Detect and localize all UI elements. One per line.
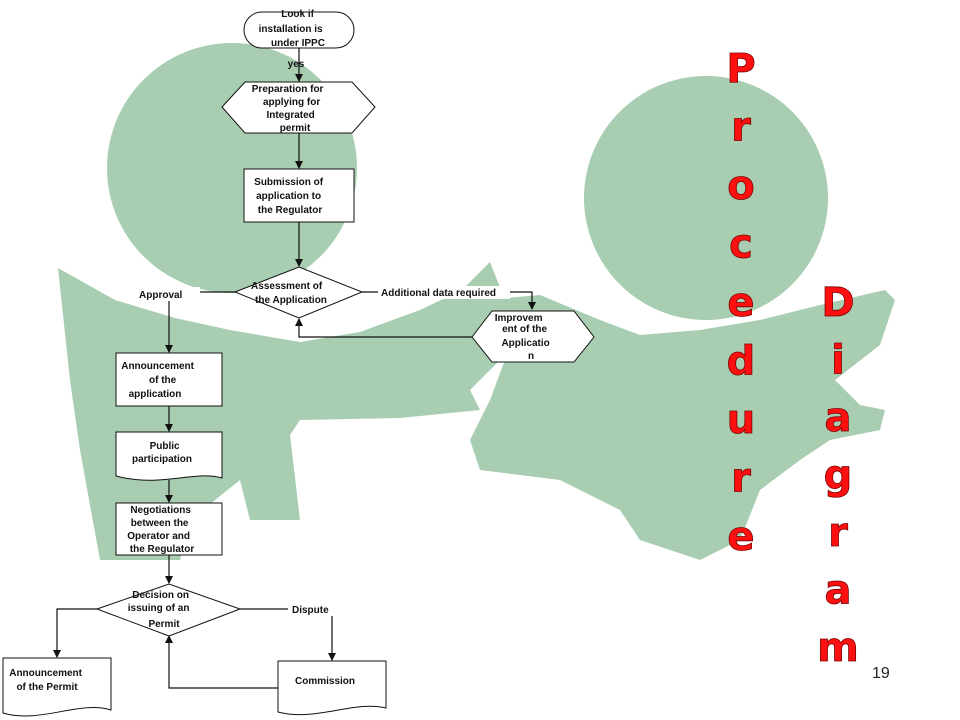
right-figure-head <box>584 76 828 320</box>
arrow-commission-to-decision <box>165 635 278 689</box>
additional-data-label: Additional data required <box>381 288 496 299</box>
public-participation-box <box>115 431 223 481</box>
background-figures <box>58 43 895 560</box>
dispute-label-bg <box>288 603 334 616</box>
negotiations-box <box>115 502 223 556</box>
decision-diamond <box>95 583 242 637</box>
yes-label: yes <box>288 59 305 70</box>
preparation-label: Preparation for applying for Integrated … <box>252 84 326 134</box>
improvement-hexagon <box>471 310 595 363</box>
arrow-improvement-to-assessment <box>295 318 472 338</box>
approval-label-bg <box>136 287 200 301</box>
announcement-permit-box <box>2 657 112 717</box>
improvement-label: Improvem ent of the Applicatio n <box>495 313 553 362</box>
assessment-label: Assessment of the Application <box>251 281 327 306</box>
submission-box <box>243 168 355 223</box>
node-shapes <box>2 11 595 717</box>
dispute-label: Dispute <box>292 605 329 616</box>
approval-label: Approval <box>139 290 183 301</box>
arrow-decision-to-announcement-permit <box>53 608 97 658</box>
look-ippc-box <box>243 11 355 49</box>
page-number: 19 <box>872 665 890 682</box>
preparation-hexagon <box>221 81 376 134</box>
additional-data-label-bg <box>378 286 510 299</box>
public-participation-label: Public participation <box>132 441 192 465</box>
announcement-permit-label: Announcement of the Permit <box>9 668 85 693</box>
commission-label: Commission <box>295 676 355 687</box>
submission-label: Submission of application to the Regulat… <box>254 177 326 216</box>
assessment-diamond <box>233 266 364 319</box>
node-labels: Look if installation is under IPPC Prepa… <box>9 9 553 693</box>
announcement-application-box <box>115 352 223 407</box>
edge-labels: yes Approval Additional data required Di… <box>136 59 510 616</box>
announcement-application-label: Announcement of the application <box>121 361 197 400</box>
commission-box <box>277 660 387 716</box>
arrow-decision-to-commission <box>240 608 336 661</box>
look-ippc-label: Look if installation is under IPPC <box>259 9 326 49</box>
negotiations-label: Negotiations between the Operator and th… <box>127 505 194 555</box>
decision-label: Decision on issuing of an Permit <box>128 590 192 630</box>
left-figure-head <box>107 43 357 293</box>
